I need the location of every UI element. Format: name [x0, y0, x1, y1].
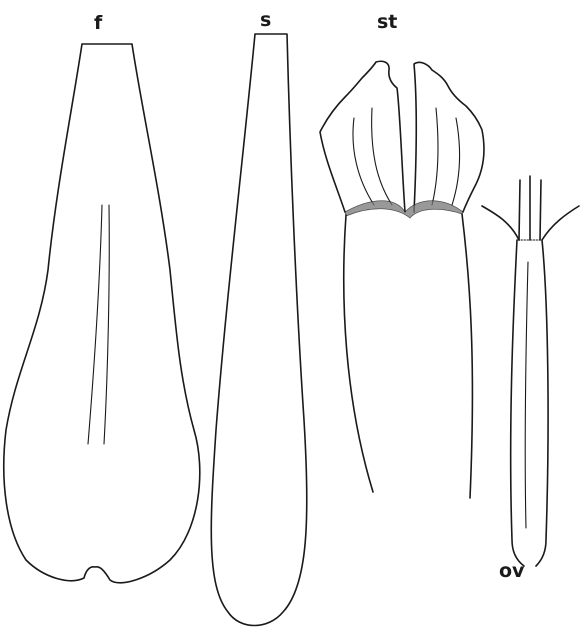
label-ov: ov — [499, 560, 525, 582]
sepal-s — [211, 34, 307, 626]
pistil-ov — [482, 176, 579, 566]
petal-f — [4, 44, 200, 583]
label-f: f — [94, 12, 103, 34]
label-s: s — [260, 9, 271, 31]
stamen-st — [320, 61, 484, 498]
label-st: st — [377, 11, 397, 33]
